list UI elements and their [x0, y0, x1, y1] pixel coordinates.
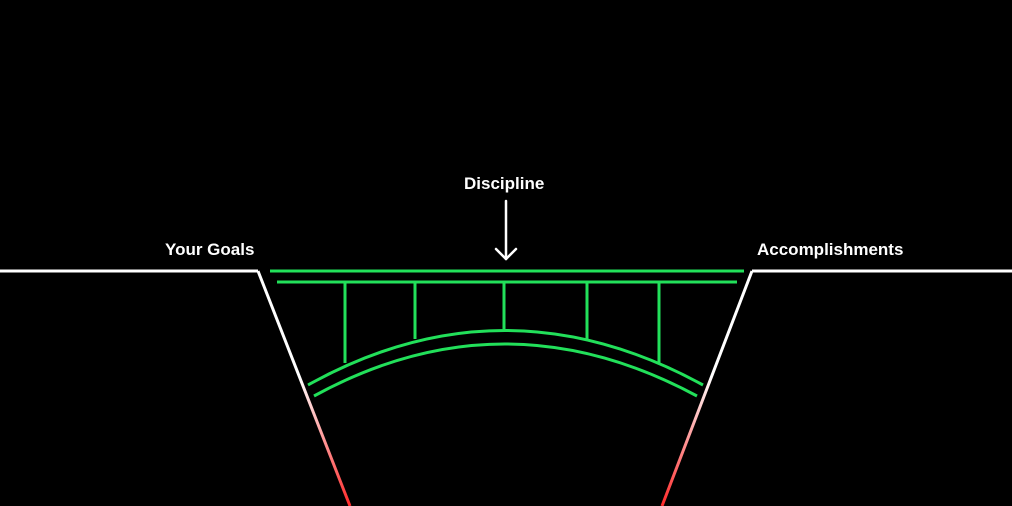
your-goals-label: Your Goals: [165, 240, 255, 259]
discipline-label: Discipline: [464, 174, 545, 193]
bridge: [270, 269, 744, 398]
arrow-down-icon: [494, 199, 518, 261]
left-chasm-wall: [256, 270, 352, 506]
bridge-arch-lower: [313, 342, 698, 398]
accomplishments-label: Accomplishments: [757, 240, 904, 259]
right-chasm-wall: [660, 270, 754, 506]
bridge-arch-upper: [307, 329, 704, 387]
